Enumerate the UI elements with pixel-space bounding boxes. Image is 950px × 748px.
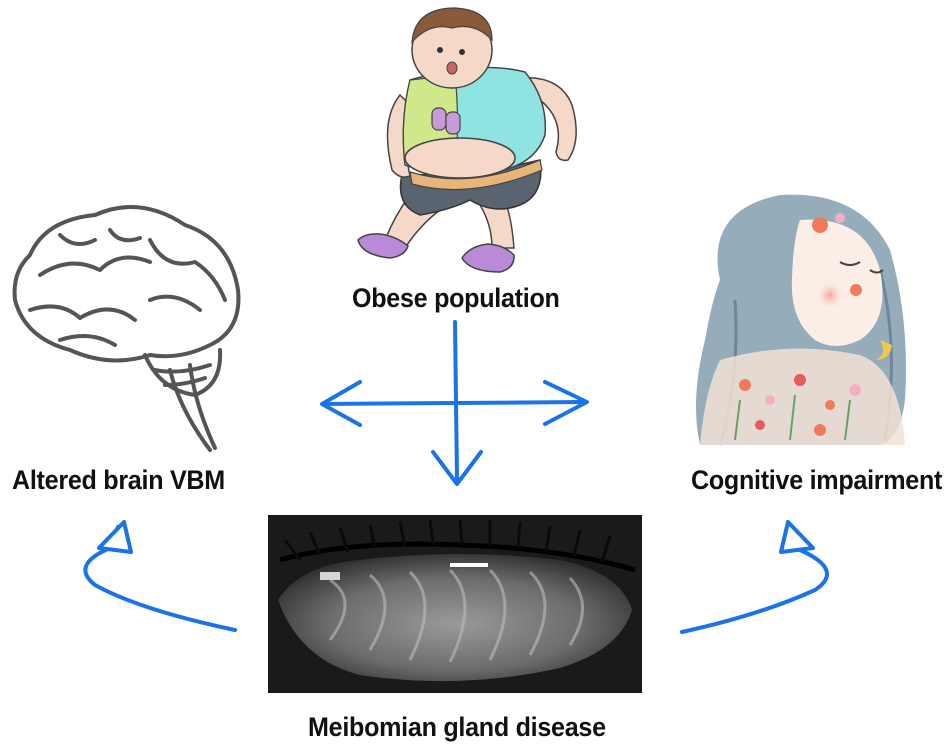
arrow-horizontal — [321, 400, 587, 406]
label-cognitive-impairment: Cognitive impairment — [691, 465, 943, 495]
arrow-mgd-to-brain-head — [97, 520, 133, 554]
obese-person-illustration — [357, 7, 577, 273]
brain-line-drawing — [12, 205, 241, 452]
girl-with-flowers-illustration — [696, 194, 906, 446]
arrows — [83, 320, 829, 634]
arrow-mgd-to-cognitive-head — [779, 520, 815, 554]
arrow-down-head — [431, 450, 483, 486]
arrow-left-head — [320, 380, 362, 427]
label-meibomian-gland-disease: Meibomian gland disease — [308, 712, 606, 742]
arrow-mgd-to-cognitive — [680, 528, 829, 634]
arrow-right-head — [543, 380, 589, 426]
arrow-mgd-to-brain — [83, 525, 237, 632]
label-altered-brain-vbm: Altered brain VBM — [12, 465, 225, 495]
label-obese-population: Obese population — [352, 283, 560, 313]
meibography-eyelid-image — [268, 515, 642, 693]
